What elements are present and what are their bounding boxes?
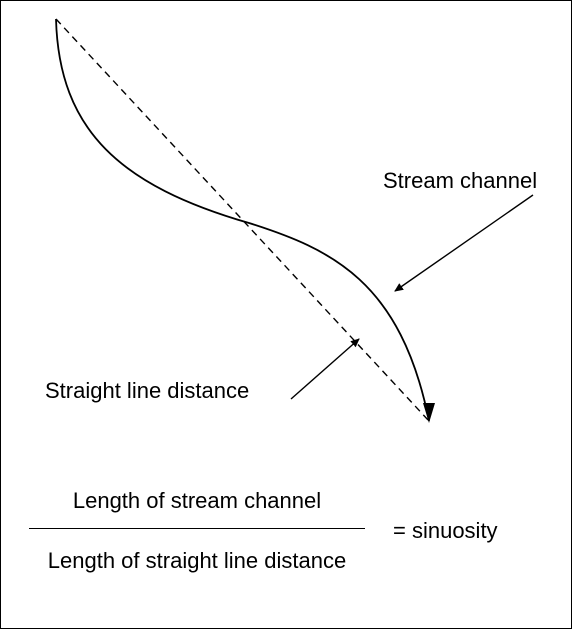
stream-channel-curve xyxy=(55,18,430,422)
straight-line-distance-label: Straight line distance xyxy=(45,378,250,403)
stream-channel-pointer-arrow xyxy=(394,194,534,292)
stream-channel-label: Stream channel xyxy=(383,168,538,193)
fraction-bar xyxy=(29,528,365,529)
formula-denominator: Length of straight line distance xyxy=(47,548,347,573)
formula-numerator: Length of stream channel xyxy=(72,488,322,513)
straight-line-pointer-arrow xyxy=(290,338,360,400)
formula-result: = sinuosity xyxy=(393,518,498,543)
channel-end-arrowhead xyxy=(423,403,435,423)
straight-line-distance-line xyxy=(55,18,430,422)
